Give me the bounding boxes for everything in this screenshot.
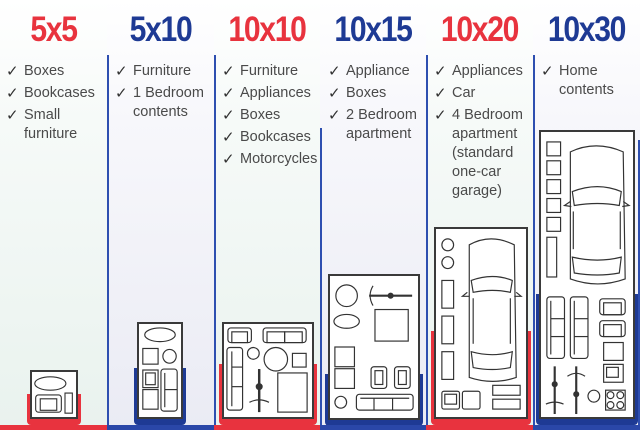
- feature-item: ✓Small furniture: [6, 107, 78, 142]
- feature-item: ✓Bookcases: [222, 129, 311, 146]
- checkmark-icon: ✓: [222, 107, 235, 124]
- floorplan-5x5-icon: [27, 370, 81, 425]
- feature-item: ✓Home contents: [541, 63, 614, 98]
- unit-size-title: 5x5: [30, 10, 78, 49]
- checkmark-icon: ✓: [222, 63, 235, 80]
- feature-item: ✓Furniture: [222, 63, 299, 80]
- unit-column-10x30: 10x30 ✓Home contents: [533, 0, 640, 430]
- unit-size-title: 10x30: [547, 10, 627, 49]
- checkmark-icon: ✓: [541, 63, 554, 80]
- checkmark-icon: ✓: [6, 107, 19, 124]
- checkmark-icon: ✓: [434, 63, 447, 80]
- floorplan-10x30-icon: [536, 130, 638, 425]
- unit-column-10x20: 10x20 ✓Appliances ✓Car ✓4 Bedroom apartm…: [426, 0, 533, 430]
- checkmark-icon: ✓: [222, 151, 235, 168]
- feature-item: ✓Appliances: [434, 63, 523, 80]
- baseline-bar: [0, 425, 107, 430]
- unit-column-10x15: 10x15 ✓Appliance ✓Boxes ✓2 Bedroom apart…: [320, 0, 426, 430]
- checkmark-icon: ✓: [6, 85, 19, 102]
- unit-column-5x10: 5x10 ✓Furniture ✓1 Bedroom contents: [107, 0, 214, 430]
- checkmark-icon: ✓: [434, 107, 447, 124]
- checkmark-icon: ✓: [115, 63, 128, 80]
- floorplan-10x10-icon: [219, 322, 317, 425]
- checkmark-icon: ✓: [434, 85, 447, 102]
- floorplan-10x15-icon: [325, 274, 423, 426]
- unit-size-title: 10x15: [334, 10, 413, 49]
- feature-list: ✓Appliances ✓Car ✓4 Bedroom apartment (s…: [434, 62, 531, 204]
- feature-item: ✓1 Bedroom contents: [115, 85, 204, 120]
- feature-item: ✓Bookcases: [6, 85, 95, 102]
- column-divider: [214, 55, 216, 426]
- feature-list: ✓Furniture ✓1 Bedroom contents: [115, 62, 212, 125]
- baseline-bar: [426, 425, 533, 430]
- unit-size-title: 5x10: [129, 10, 193, 49]
- checkmark-icon: ✓: [328, 85, 341, 102]
- unit-column-5x5: 5x5 ✓Boxes ✓Bookcases ✓Small furniture: [0, 0, 107, 430]
- floorplan-5x10-icon: [134, 322, 186, 425]
- feature-item: ✓Boxes: [6, 63, 65, 80]
- column-divider: [426, 55, 428, 426]
- column-divider: [320, 128, 322, 426]
- feature-item: ✓Furniture: [115, 63, 192, 80]
- baseline-bar: [107, 425, 214, 430]
- feature-item: ✓2 Bedroom apartment: [328, 107, 417, 142]
- feature-item: ✓Appliance: [328, 63, 410, 80]
- checkmark-icon: ✓: [222, 129, 235, 146]
- feature-item: ✓Boxes: [222, 107, 281, 124]
- baseline-bar: [214, 425, 320, 430]
- unit-size-title: 10x20: [440, 10, 520, 49]
- checkmark-icon: ✓: [6, 63, 19, 80]
- feature-list: ✓Home contents: [541, 62, 638, 103]
- baseline-bar: [320, 425, 426, 430]
- feature-item: ✓Motorcycles: [222, 151, 318, 168]
- unit-column-10x10: 10x10 ✓Furniture ✓Appliances ✓Boxes ✓Boo…: [214, 0, 320, 430]
- checkmark-icon: ✓: [328, 107, 341, 124]
- column-divider: [533, 55, 535, 426]
- feature-list: ✓Furniture ✓Appliances ✓Boxes ✓Bookcases…: [222, 62, 318, 172]
- checkmark-icon: ✓: [115, 85, 128, 102]
- feature-item: ✓4 Bedroom apartment (standard one-car g…: [434, 107, 523, 199]
- column-divider: [107, 55, 109, 426]
- column-divider: [638, 140, 640, 426]
- feature-item: ✓Car: [434, 85, 476, 102]
- checkmark-icon: ✓: [222, 85, 235, 102]
- feature-list: ✓Boxes ✓Bookcases ✓Small furniture: [6, 62, 105, 147]
- floorplan-10x20-icon: [431, 227, 531, 425]
- feature-item: ✓Boxes: [328, 85, 387, 102]
- checkmark-icon: ✓: [328, 63, 341, 80]
- unit-size-title: 10x10: [228, 10, 307, 49]
- baseline-bar: [533, 425, 640, 430]
- feature-item: ✓Appliances: [222, 85, 311, 102]
- feature-list: ✓Appliance ✓Boxes ✓2 Bedroom apartment: [328, 62, 424, 147]
